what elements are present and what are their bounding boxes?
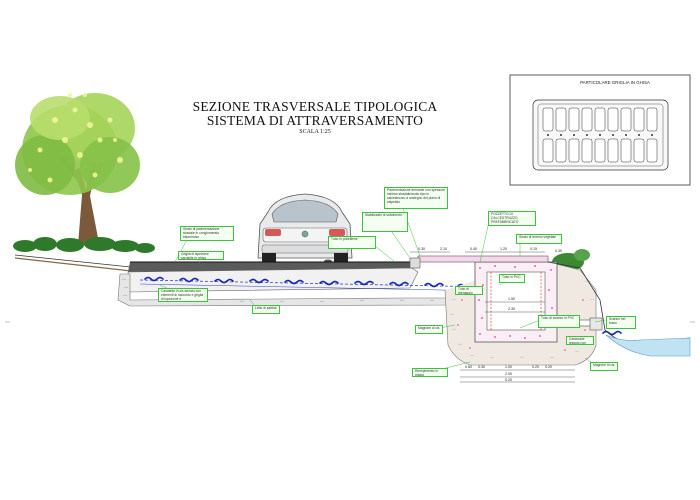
callout-note: Pavimentazione drenante con spessore min…: [384, 187, 448, 209]
callout-note: Magrone di cls: [590, 362, 618, 371]
dim-label: 1.50: [508, 297, 515, 301]
grate-detail-title: PARTICOLARE GRIGLIA IN GHISA: [580, 80, 650, 85]
dim-label: 2.00: [505, 372, 512, 376]
dim-label: 0.30: [555, 249, 562, 253]
dim-label: 1.00: [505, 365, 512, 369]
dim-label: 0.30: [418, 247, 425, 251]
drawing-scale: SCALA 1:25: [299, 129, 331, 135]
dim-label: 0.30: [478, 365, 485, 369]
callout-note: Stabilizzato di sottofondo: [362, 212, 408, 232]
manhole-section: [409, 255, 603, 366]
dim-label: 0.40: [470, 247, 477, 251]
dim-label: 0.20: [505, 378, 512, 382]
callout-note: Geotessile tessuto non tessuto: [566, 336, 594, 345]
dim-label: 0.60: [465, 365, 472, 369]
callout-note: Tubo in PVC: [499, 274, 525, 283]
dim-label: 2.10: [440, 247, 447, 251]
dim-label: 0.20: [532, 365, 539, 369]
callout-note: Tubo di scarico in PVC: [538, 315, 580, 328]
callout-note: POZZETTO DI CALCESTRUZZO PREFABBRICATO: [488, 211, 536, 226]
dimension-lines: [410, 251, 575, 383]
dim-label: 0.20: [545, 365, 552, 369]
grate-detail-drawing: [509, 74, 691, 186]
callout-note: Riempimento in ghiaia: [412, 368, 448, 377]
callout-note: Griglia di ispezione carrabile in ghisa: [178, 251, 224, 260]
dim-label: 1.20: [500, 247, 507, 251]
car-illustration: [257, 193, 353, 263]
drawing-subtitle: SISTEMA DI ATTRAVERSAMENTO: [206, 113, 424, 128]
ditch-water: [605, 334, 691, 357]
callout-note: Strato di terreno vegetale: [516, 234, 562, 244]
callout-note: Tubo in polietilene: [328, 236, 376, 249]
callout-note: Strato di pavimentazione stradale in con…: [180, 226, 234, 241]
shrubs-left: [13, 237, 155, 253]
drawing-title: SEZIONE TRASVERSALE TIPOLOGICA: [192, 99, 438, 114]
dim-label: 2.30: [508, 307, 515, 311]
dim-label: 0.15: [530, 247, 537, 251]
callout-note: Scarico nel fosso: [606, 316, 636, 329]
callout-note: Canaletta in cls armato con elementi di …: [158, 288, 208, 302]
callout-note: Letto di sabbia: [252, 305, 280, 314]
callout-note: Magrone di cls: [415, 325, 443, 334]
callout-note: Tubo di drenaggio: [455, 286, 483, 295]
dimension-labels: 0.30 2.10 0.40 1.20 0.15 0.60 0.30 1.00 …: [418, 247, 562, 382]
tree-illustration: [15, 93, 140, 246]
